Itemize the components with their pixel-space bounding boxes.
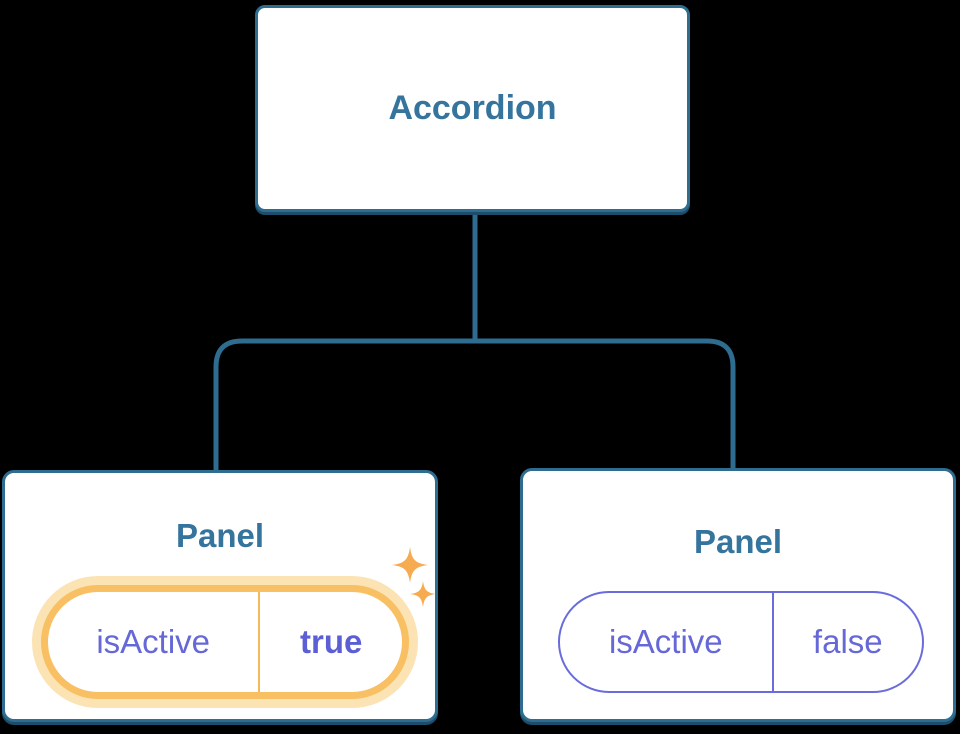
prop-pill-isactive-false: isActive false <box>558 591 924 693</box>
sparkle-icon <box>410 581 436 607</box>
accordion-node: Accordion <box>255 5 690 212</box>
panel-node-inactive: Panel isActive false <box>520 468 956 722</box>
prop-name-label: isActive <box>560 593 774 691</box>
accordion-node-label: Accordion <box>388 89 557 127</box>
prop-pill-isactive-true: isActive true <box>41 585 409 699</box>
prop-value-label: false <box>812 623 883 660</box>
panel-node-title: Panel <box>175 517 265 554</box>
panel-node-active: Panel isActive true <box>2 470 438 722</box>
panel-node-title: Panel <box>693 523 783 560</box>
prop-value-label: true <box>300 623 363 660</box>
prop-name-label: isActive <box>48 592 261 692</box>
